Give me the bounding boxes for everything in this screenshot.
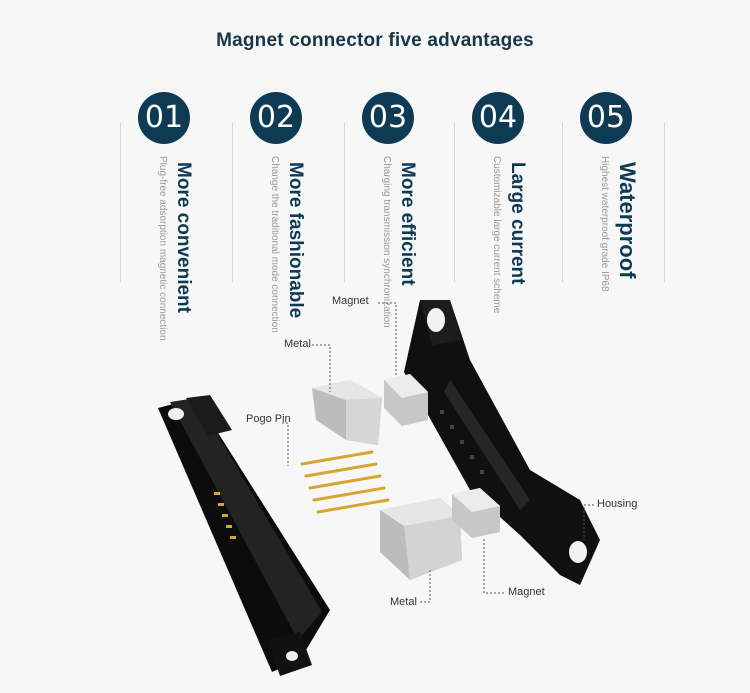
label-pogo-pin: Pogo Pin <box>246 413 291 425</box>
advantage-4: 04 Customizable large current scheme Lar… <box>454 92 558 342</box>
label-magnet-bottom: Magnet <box>508 586 545 598</box>
advantage-5: 05 Highest waterproof grade IP68 Waterpr… <box>562 92 666 342</box>
page-title: Magnet connector five advantages <box>216 30 534 51</box>
advantage-heading: More efficient <box>397 162 418 286</box>
magnet-top-illustration <box>384 374 428 426</box>
metal-top-illustration <box>312 380 382 445</box>
pogo-pins-illustration <box>300 450 390 514</box>
divider <box>562 122 563 282</box>
advantage-number: 03 <box>362 92 414 144</box>
divider <box>232 122 233 282</box>
label-metal-bottom: Metal <box>390 596 417 608</box>
advantage-1: 01 Plug-free adsorption magnetic connect… <box>120 92 224 342</box>
advantage-number: 02 <box>250 92 302 144</box>
advantage-number: 04 <box>472 92 524 144</box>
label-metal-top: Metal <box>284 338 311 350</box>
advantage-heading: More fashionable <box>285 162 306 319</box>
advantage-2: 02 Change the traditional mode connectio… <box>232 92 336 342</box>
magnet-bottom-illustration <box>452 488 500 538</box>
advantage-heading: More convenient <box>173 162 194 313</box>
metal-bottom-illustration <box>380 498 462 580</box>
right-housing-illustration <box>404 300 600 585</box>
advantage-3: 03 Charging transmission synchronization… <box>344 92 448 342</box>
left-housing-illustration <box>158 395 330 676</box>
advantage-heading: Large current <box>507 162 528 285</box>
advantage-heading: Waterproof <box>615 162 640 279</box>
divider <box>664 122 665 282</box>
divider <box>120 122 121 282</box>
advantage-description: Change the traditional mode connection <box>269 156 280 333</box>
label-magnet-top: Magnet <box>332 295 369 307</box>
advantage-description: Highest waterproof grade IP68 <box>599 156 610 292</box>
advantage-description: Plug-free adsorption magnetic connection <box>157 156 168 341</box>
advantage-number: 05 <box>580 92 632 144</box>
label-housing: Housing <box>597 498 638 510</box>
leader-lines <box>282 302 594 603</box>
advantage-description: Charging transmission synchronization <box>381 156 392 328</box>
divider <box>344 122 345 282</box>
advantage-number: 01 <box>138 92 190 144</box>
advantage-description: Customizable large current scheme <box>491 156 502 314</box>
divider <box>454 122 455 282</box>
